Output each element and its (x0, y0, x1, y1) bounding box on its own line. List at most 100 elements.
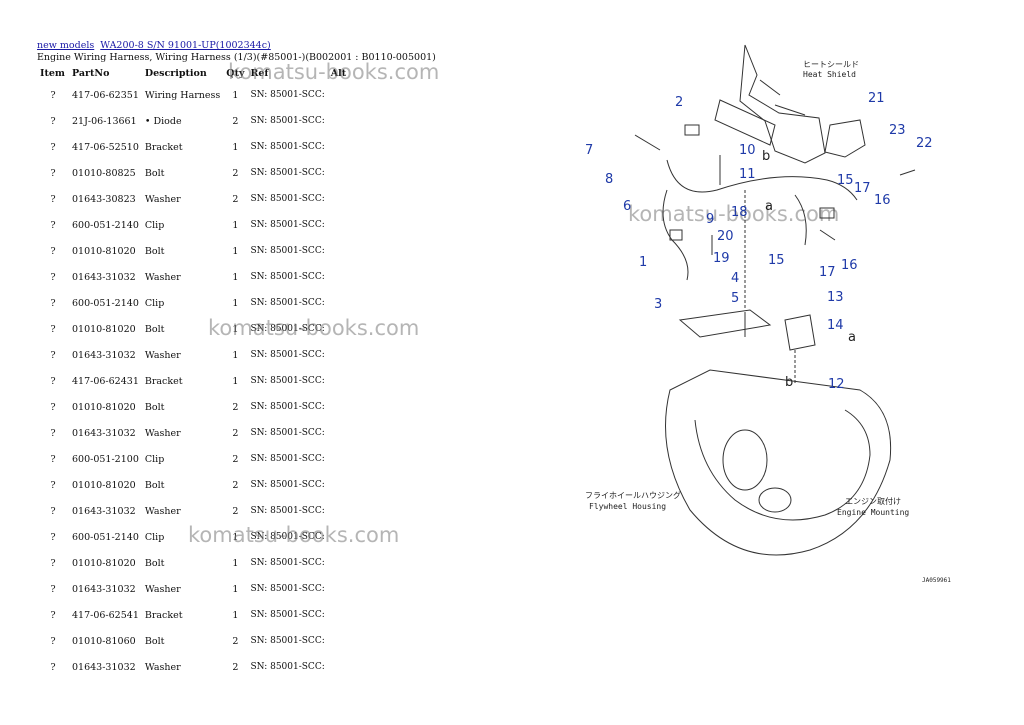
cell-description: Clip (144, 453, 165, 465)
cell-alt (328, 602, 349, 628)
callout-17: 17 (819, 265, 836, 280)
callout-1: 1 (639, 255, 647, 270)
callout-21: 21 (868, 91, 885, 106)
cell-ref: SN: 85001-SCC: (250, 402, 325, 412)
flywheel-housing (665, 369, 892, 556)
cell-ref: SN: 85001-SCC: (250, 324, 325, 334)
header-ref: Ref (250, 67, 269, 79)
cell-qty: 1 (232, 349, 239, 361)
heat-shield-label-jp: ヒートシールド (803, 60, 859, 69)
cell-qty: 2 (232, 505, 239, 517)
cell-ref: SN: 85001-SCC: (250, 168, 325, 178)
cell-partno: 01010-81020 (72, 245, 136, 257)
cell-partno: 01010-81020 (72, 479, 136, 491)
header-partno: PartNo (72, 67, 110, 79)
cell-ref: SN: 85001-SCC: (250, 532, 325, 542)
cell-ref: SN: 85001-SCC: (250, 142, 325, 152)
cell-qty: 1 (232, 89, 239, 101)
cell-item: ? (50, 479, 56, 491)
callout-15: 15 (837, 173, 854, 188)
cell-alt (328, 160, 349, 186)
cell-ref: SN: 85001-SCC: (250, 376, 325, 386)
cell-item: ? (50, 427, 56, 439)
cell-item: ? (50, 297, 56, 309)
cell-alt (328, 212, 349, 238)
callout-7: 7 (585, 143, 593, 158)
breadcrumb-link-new-models[interactable]: new models (37, 40, 95, 51)
callout-17: 17 (854, 181, 871, 196)
cell-ref: SN: 85001-SCC: (250, 558, 325, 568)
cell-item: ? (50, 245, 56, 257)
cell-ref: SN: 85001-SCC: (250, 194, 325, 204)
parts-table: Item PartNo Description Qty Ref Alt ?417… (37, 64, 349, 680)
cell-alt (328, 550, 349, 576)
cell-partno: 01643-31032 (72, 505, 136, 517)
cell-description: Bracket (144, 141, 183, 153)
cell-ref: SN: 85001-SCC: (250, 662, 325, 672)
cell-alt (328, 576, 349, 602)
cell-partno: 417-06-62541 (72, 609, 139, 621)
cell-qty: 2 (232, 453, 239, 465)
callout-5: 5 (731, 291, 739, 306)
cell-description: Bolt (144, 557, 165, 569)
bolts (634, 134, 916, 255)
cell-alt (328, 654, 349, 680)
cell-partno: 01643-31032 (72, 427, 136, 439)
cell-partno: 600-051-2140 (72, 531, 139, 543)
cell-ref: SN: 85001-SCC: (250, 350, 325, 360)
cell-partno: 21J-06-13661 (72, 115, 137, 127)
cell-ref: SN: 85001-SCC: (250, 90, 325, 100)
wiring-harness (666, 159, 858, 201)
cell-partno: 01010-80825 (72, 167, 136, 179)
callout-10: 10 (739, 143, 756, 158)
cell-item: ? (50, 505, 56, 517)
breadcrumb-link-model[interactable]: WA200-8 S/N 91001-UP(1002344c) (100, 40, 271, 51)
callout-4: 4 (731, 271, 739, 286)
cell-description: Bracket (144, 609, 183, 621)
heat-shield-label: Heat Shield (803, 70, 856, 79)
callout-16: 16 (841, 258, 858, 273)
callout-9: 9 (706, 212, 714, 227)
cell-ref: SN: 85001-SCC: (250, 298, 325, 308)
callout-b: b (762, 149, 770, 164)
engine-mounting-label-jp: エンジン取付け (845, 496, 901, 506)
header-alt: Alt (330, 67, 347, 79)
cell-description: Washer (144, 583, 181, 595)
callout-16: 16 (874, 193, 891, 208)
cell-alt (328, 264, 349, 290)
cell-description: Wiring Harness (144, 89, 221, 101)
cell-partno: 417-06-62431 (72, 375, 139, 387)
cell-description: Bolt (144, 401, 165, 413)
cell-partno: 417-06-52510 (72, 141, 139, 153)
cell-ref: SN: 85001-SCC: (250, 272, 325, 282)
cell-item: ? (50, 635, 56, 647)
bracket-12 (784, 314, 816, 351)
cell-item: ? (50, 167, 56, 179)
cell-alt (328, 290, 349, 316)
flywheel-housing-inner (694, 409, 871, 521)
cell-item: ? (50, 401, 56, 413)
cell-qty: 2 (232, 635, 239, 647)
cell-description: Washer (144, 661, 181, 673)
header-item: Item (40, 67, 65, 79)
wiring-harness-branch (794, 194, 807, 246)
cell-partno: 01643-31032 (72, 583, 136, 595)
callout-6: 6 (623, 199, 631, 214)
cell-qty: 1 (232, 375, 239, 387)
cell-partno: 600-051-2100 (72, 453, 139, 465)
callout-12: 12 (828, 377, 845, 392)
cell-alt (328, 82, 349, 108)
cell-item: ? (50, 193, 56, 205)
callout-11: 11 (739, 167, 756, 182)
cell-ref: SN: 85001-SCC: (250, 636, 325, 646)
